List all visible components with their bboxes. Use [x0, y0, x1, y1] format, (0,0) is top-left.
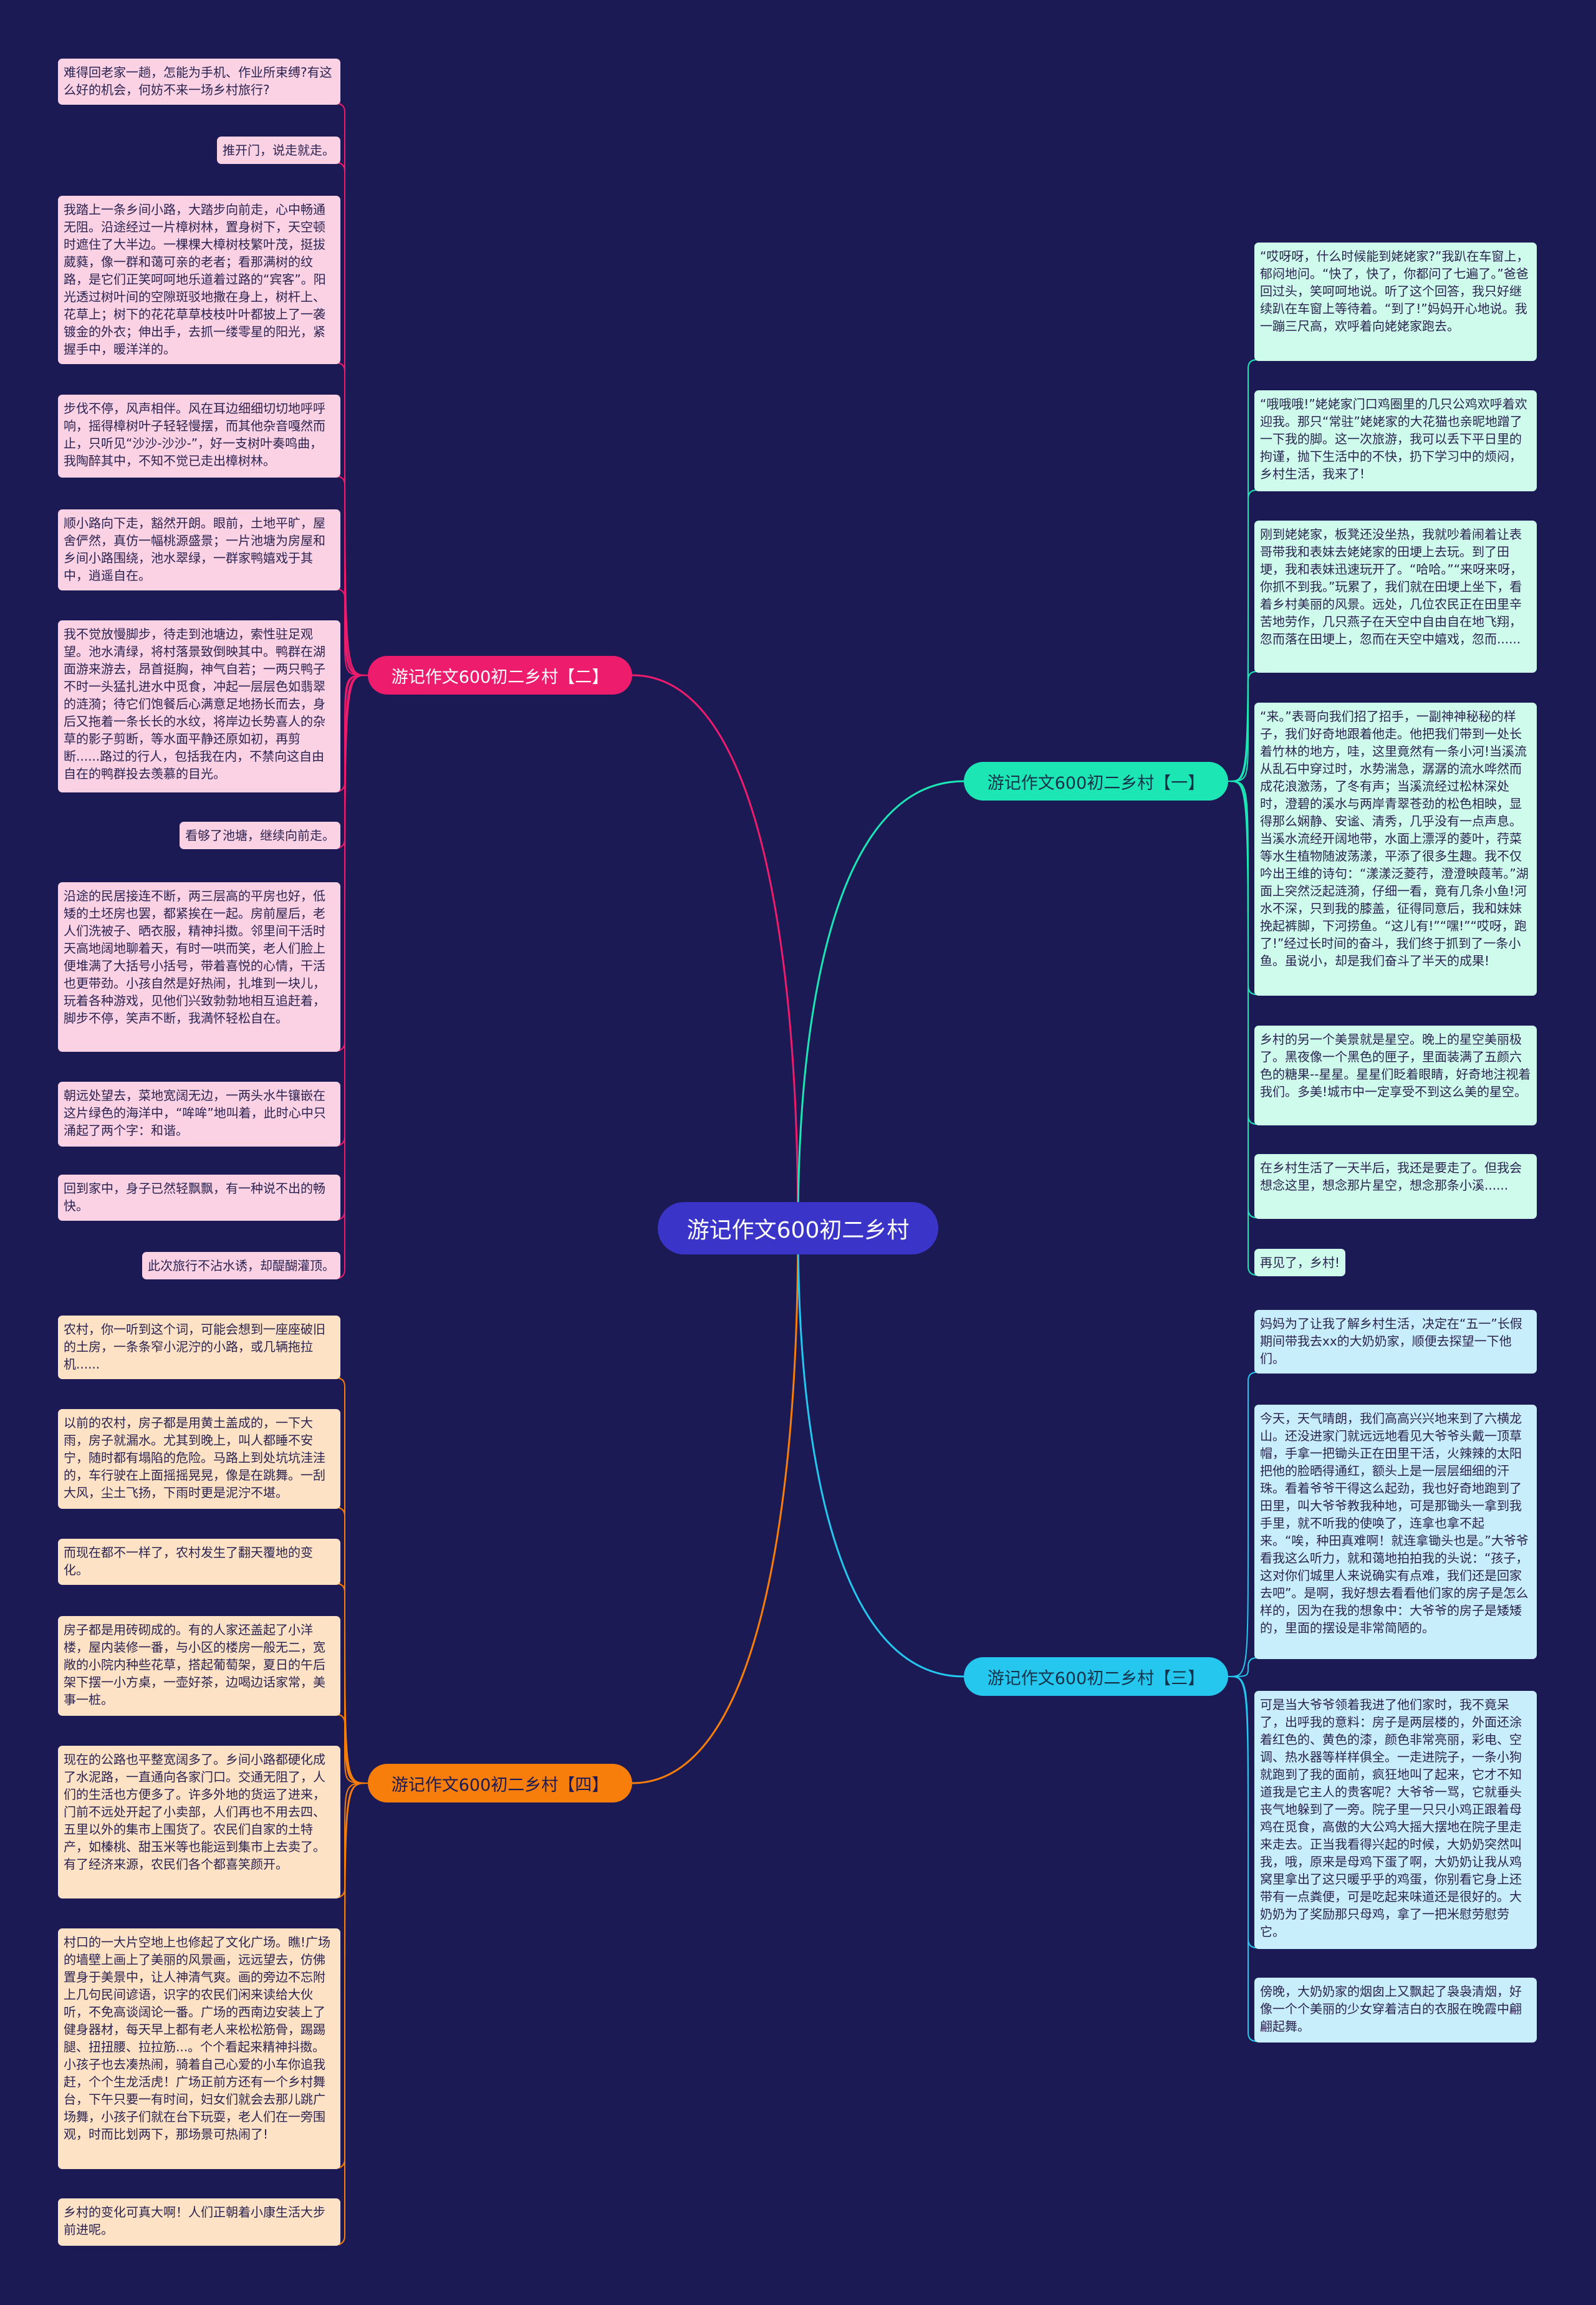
edge-b3-leaf-2	[1228, 1657, 1257, 1677]
leaf-b4-7[interactable]: 乡村的变化可真大啊！人们正朝着小康生活大步前进呢。	[58, 2198, 340, 2246]
edge-b1-leaf-5	[1228, 781, 1257, 1125]
leaf-b1-2[interactable]: “哦哦哦!”姥姥家门口鸡圈里的几只公鸡欢呼着欢迎我。那只“常驻”姥姥家的大花猫也…	[1254, 390, 1537, 491]
edge-b4-leaf-6	[335, 1783, 368, 2168]
edge-center-b1	[797, 780, 964, 1229]
leaf-b3-3[interactable]: 可是当大爷爷领着我进了他们家时，我不竟呆了，出呼我的意料：房子是两层楼的，外面还…	[1254, 1691, 1537, 1949]
leaf-b2-5[interactable]: 顺小路向下走，豁然开朗。眼前，土地平旷，屋舍俨然，真仿一幅桃源盛景；一片池塘为房…	[58, 509, 340, 590]
leaf-b4-2[interactable]: 以前的农村，房子都是用黄土盖成的，一下大雨，房子就漏水。尤其到晚上，叫人都睡不安…	[58, 1409, 340, 1509]
branch-topic-2[interactable]: 游记作文600初二乡村【二】	[368, 656, 632, 695]
edge-b4-leaf-5	[335, 1783, 368, 1898]
edge-center-b4	[632, 1228, 799, 1784]
edge-b3-leaf-1	[1228, 1372, 1257, 1677]
leaf-b2-10[interactable]: 回到家中，身子已然轻飘飘，有一种说不出的畅快。	[58, 1175, 340, 1221]
leaf-b4-1[interactable]: 农村，你一听到这个词，可能会想到一座座破旧的土房，一条条窄小泥泞的小路，或几辆拖…	[58, 1316, 340, 1379]
edge-b2-leaf-9	[335, 675, 368, 1146]
leaf-b1-1[interactable]: “哎呀呀，什么时候能到姥姥家?”我趴在车窗上，郁闷地问。“快了，快了，你都问了七…	[1254, 243, 1537, 361]
leaf-b1-6[interactable]: 在乡村生活了一天半后，我还是要走了。但我会想念这里，想念那片星空，想念那条小溪.…	[1254, 1154, 1537, 1219]
edge-b4-leaf-1	[335, 1377, 368, 1784]
edge-b3-leaf-4	[1228, 1676, 1257, 2042]
edge-b4-leaf-7	[335, 1783, 368, 2245]
edge-center-b3	[797, 1228, 964, 1678]
edge-b2-leaf-6	[335, 675, 368, 792]
edge-b4-leaf-4	[335, 1714, 368, 1784]
edge-b2-leaf-10	[335, 675, 368, 1220]
branch-topic-1[interactable]: 游记作文600初二乡村【一】	[964, 762, 1228, 801]
edge-b1-leaf-3	[1228, 671, 1257, 782]
leaf-b4-3[interactable]: 而现在都不一样了，农村发生了翻天覆地的变化。	[58, 1539, 340, 1585]
leaf-b1-3[interactable]: 刚到姥姥家，板凳还没坐热，我就吵着闹着让表哥带我和表妹去姥姥家的田埂上去玩。到了…	[1254, 521, 1537, 673]
leaf-b3-1[interactable]: 妈妈为了让我了解乡村生活，决定在“五一”长假期间带我去xx的大奶奶家，顺便去探望…	[1254, 1310, 1537, 1374]
edge-b4-leaf-3	[335, 1583, 368, 1784]
edge-b1-leaf-1	[1228, 359, 1257, 782]
leaf-b4-6[interactable]: 村口的一大片空地上也修起了文化广场。瞧!广场的墙壁上画上了美丽的风景画，远远望去…	[58, 1928, 340, 2169]
leaf-b2-6[interactable]: 我不觉放慢脚步，待走到池塘边，索性驻足观望。池水清绿，将村落景致倒映其中。鸭群在…	[58, 620, 340, 792]
leaf-b3-2[interactable]: 今天，天气晴朗，我们高高兴兴地来到了六横龙山。还没进家门就远远地看见大爷爷头戴一…	[1254, 1405, 1537, 1659]
edge-b2-leaf-8	[335, 675, 368, 1051]
edge-b1-leaf-2	[1228, 489, 1257, 782]
leaf-b4-4[interactable]: 房子都是用砖砌成的。有的人家还盖起了小洋楼，屋内装修一番，与小区的楼房一般无二，…	[58, 1616, 340, 1716]
leaf-b2-3[interactable]: 我踏上一条乡间小路，大踏步向前走，心中畅通无阻。沿途经过一片樟树林，置身树下，天…	[58, 196, 340, 364]
leaf-b4-5[interactable]: 现在的公路也平整宽阔多了。乡间小路都硬化成了水泥路，一直通向各家门口。交通无阻了…	[58, 1746, 340, 1898]
leaf-b2-4[interactable]: 步伐不停，风声相伴。风在耳边细细切切地呼呼响，摇得樟树叶子轻轻慢摆，而其他杂音嘎…	[58, 395, 340, 478]
leaf-b1-7[interactable]: 再见了，乡村!	[1254, 1249, 1346, 1276]
edge-b1-leaf-7	[1228, 781, 1257, 1276]
leaf-b2-9[interactable]: 朝远处望去，菜地宽阔无边，一两头水牛镶嵌在这片绿色的海洋中，“哞哞”地叫着，此时…	[58, 1082, 340, 1147]
edge-b1-leaf-6	[1228, 781, 1257, 1218]
edge-b2-leaf-11	[335, 675, 368, 1279]
leaf-b2-8[interactable]: 沿途的民居接连不断，两三层高的平房也好，低矮的土坯房也罢，都紧挨在一起。房前屋后…	[58, 882, 340, 1052]
edge-b2-leaf-2	[335, 162, 368, 676]
leaf-b2-1[interactable]: 难得回老家一趟，怎能为手机、作业所束缚?有这么好的机会，何妨不来一场乡村旅行?	[58, 59, 340, 105]
edge-b3-leaf-3	[1228, 1676, 1257, 1948]
edge-center-b2	[632, 674, 799, 1229]
leaf-b2-2[interactable]: 推开门，说走就走。	[217, 137, 340, 164]
edge-b2-leaf-5	[335, 589, 368, 676]
central-topic[interactable]: 游记作文600初二乡村	[658, 1202, 938, 1254]
leaf-b1-4[interactable]: “来。”表哥向我们招了招手，一副神神秘秘的样子，我们好奇地跟着他走。他把我们带到…	[1254, 703, 1537, 996]
leaf-b3-4[interactable]: 傍晚，大奶奶家的烟囱上又飘起了袅袅清烟，好像一个个美丽的少女穿着洁白的衣服在晚霞…	[1254, 1978, 1537, 2043]
edge-b2-leaf-7	[335, 675, 368, 849]
branch-topic-3[interactable]: 游记作文600初二乡村【三】	[964, 1657, 1228, 1696]
leaf-b1-5[interactable]: 乡村的另一个美景就是星空。晚上的星空美丽极了。黑夜像一个黑色的匣子，里面装满了五…	[1254, 1026, 1537, 1125]
edge-b1-leaf-4	[1228, 781, 1257, 995]
leaf-b2-7[interactable]: 看够了池塘，继续向前走。	[180, 822, 340, 849]
edge-b2-leaf-4	[335, 476, 368, 676]
edge-b4-leaf-2	[335, 1507, 368, 1784]
branch-topic-4[interactable]: 游记作文600初二乡村【四】	[368, 1764, 632, 1802]
edge-b2-leaf-3	[335, 362, 368, 676]
leaf-b2-11[interactable]: 此次旅行不沾水诱，却醍醐灌顶。	[142, 1252, 340, 1279]
